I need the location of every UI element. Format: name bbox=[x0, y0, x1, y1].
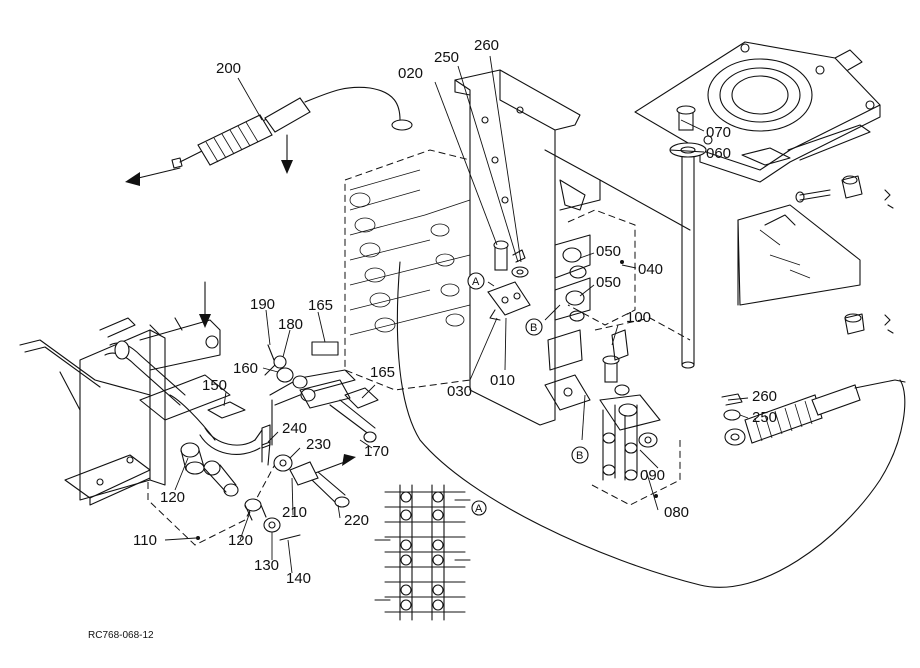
part-label: 080 bbox=[664, 504, 689, 521]
part-label: 160 bbox=[233, 360, 258, 377]
view-marker-a: A bbox=[472, 276, 480, 288]
cable-200-assembly bbox=[171, 86, 413, 169]
fittings-lower-mid bbox=[261, 441, 350, 508]
assembly-110-outline bbox=[147, 454, 281, 546]
part-label: 130 bbox=[254, 557, 279, 574]
part-label: 120 bbox=[228, 532, 253, 549]
part-label: 040 bbox=[638, 261, 663, 278]
detail-view-a bbox=[374, 484, 471, 621]
cable-right-assembly bbox=[721, 379, 906, 446]
control-cable-loop bbox=[396, 261, 906, 588]
bracket-010-030 bbox=[487, 240, 531, 321]
part-label: 070 bbox=[706, 124, 731, 141]
part-label: 020 bbox=[398, 65, 423, 82]
right-bracket-frame bbox=[737, 204, 861, 306]
part-labels: 200 020 250 260 070 060 050 040 050 100 … bbox=[133, 37, 777, 587]
part-label: 190 bbox=[250, 296, 275, 313]
part-label: 260 bbox=[474, 37, 499, 54]
engine-mount-plate bbox=[634, 41, 881, 183]
leader-lines bbox=[164, 55, 749, 574]
reference-code: RC768-068-12 bbox=[88, 630, 154, 641]
part-label: 110 bbox=[133, 532, 157, 549]
mount-hardware bbox=[741, 147, 894, 335]
left-lever-bracket bbox=[19, 317, 231, 506]
control-rod bbox=[669, 105, 707, 369]
bushing-set-120 bbox=[180, 442, 301, 541]
part-label: 050 bbox=[596, 274, 621, 291]
part-label: 210 bbox=[282, 504, 307, 521]
part-label: 250 bbox=[752, 409, 777, 426]
reference-dots bbox=[196, 260, 658, 540]
part-label: 200 bbox=[216, 60, 241, 77]
part-label: 165 bbox=[370, 364, 395, 381]
part-label: 100 bbox=[626, 309, 651, 326]
part-label: 180 bbox=[278, 316, 303, 333]
part-label: 120 bbox=[160, 489, 185, 506]
part-label: 165 bbox=[308, 297, 333, 314]
part-label: 240 bbox=[282, 420, 307, 437]
part-label: 250 bbox=[434, 49, 459, 66]
part-label: 150 bbox=[202, 377, 227, 394]
part-label: 060 bbox=[706, 145, 731, 162]
view-marker-a: A bbox=[475, 503, 483, 515]
right-mechanism bbox=[544, 209, 691, 506]
part-label: 140 bbox=[286, 570, 311, 587]
part-label: 220 bbox=[344, 512, 369, 529]
part-label: 090 bbox=[640, 467, 665, 484]
valve-block-ghost bbox=[344, 149, 471, 391]
view-marker-b: B bbox=[576, 450, 583, 462]
view-markers: A B B A bbox=[467, 272, 589, 516]
part-label: 050 bbox=[596, 243, 621, 260]
part-label: 260 bbox=[752, 388, 777, 405]
lever-parts-mid bbox=[199, 341, 379, 455]
part-label: 230 bbox=[306, 436, 331, 453]
part-label: 010 bbox=[490, 372, 515, 389]
part-label: 170 bbox=[364, 443, 389, 460]
view-marker-b: B bbox=[530, 322, 537, 334]
part-label: 030 bbox=[447, 383, 472, 400]
